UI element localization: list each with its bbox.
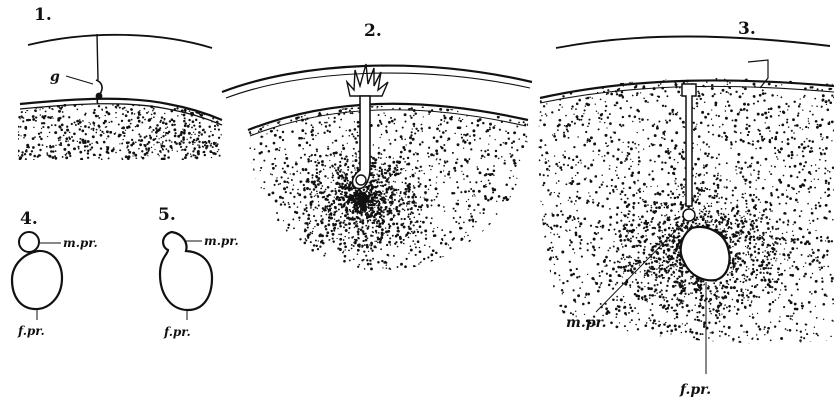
figure-1-yolk-stipple	[17, 104, 222, 161]
figure-5-number: 5.	[158, 205, 176, 225]
figure-1-outer-membrane	[28, 35, 212, 48]
figure-2-yolk-stipple	[247, 95, 531, 277]
figure-1-number: 1.	[34, 5, 52, 25]
figure-4-number: 4.	[20, 209, 38, 229]
figure-1-label-g: g	[50, 69, 60, 85]
figure-4-female-pronucleus	[12, 251, 62, 309]
figure-5-label-mpr: m.pr.	[204, 234, 239, 248]
figure-3-label-line-mpr	[596, 222, 684, 312]
figure-3-male-pronucleus	[683, 209, 695, 221]
figure-4-label-fpr: f.pr.	[17, 324, 45, 338]
figure-1-micropyle	[96, 80, 102, 104]
figure-3-number: 3.	[738, 19, 756, 39]
figure-3-outer-membrane	[556, 37, 830, 49]
figure-2-yolk-surface	[248, 104, 528, 130]
figure-5-label-fpr: f.pr.	[163, 325, 191, 339]
figure-3-split-line	[748, 60, 768, 88]
figure-2-pronucleus	[356, 175, 366, 185]
figure-4-label-mpr: m.pr.	[63, 236, 98, 250]
figure-2-spiky-tuft	[347, 64, 388, 96]
figure-1-canal	[97, 34, 98, 80]
figure-3: 3. m.pr. f.pr.	[537, 19, 834, 398]
figure-5: 5. m.pr. f.pr.	[158, 205, 239, 339]
figure-2-number: 2.	[364, 21, 382, 41]
figure-4: 4. m.pr. f.pr.	[12, 209, 98, 338]
figure-3-label-fpr: f.pr.	[679, 382, 711, 398]
figure-2: 2.	[222, 21, 532, 276]
figure-1-label-line-g	[66, 76, 93, 84]
figure-3-label-mpr: m.pr.	[566, 315, 606, 331]
figure-4-male-pronucleus	[19, 232, 39, 252]
figure-1: 1. g	[17, 5, 222, 161]
